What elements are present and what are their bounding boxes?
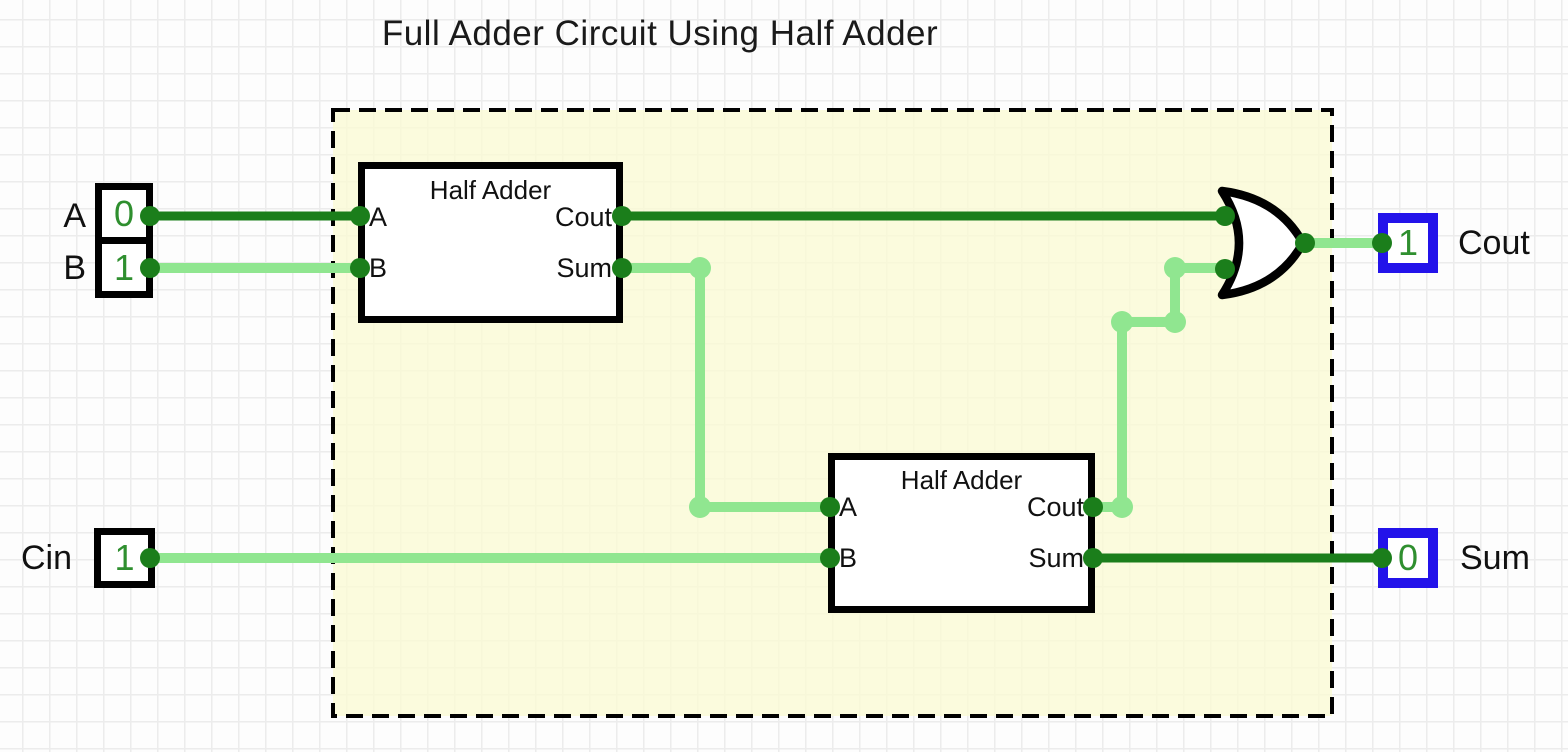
node-ha2-cout[interactable] bbox=[1083, 497, 1103, 517]
wire-joint[interactable] bbox=[1164, 311, 1186, 333]
node-ha2-b[interactable] bbox=[820, 548, 840, 568]
half-adder-2-title: Half Adder bbox=[900, 465, 1023, 495]
half-adder-1-title: Half Adder bbox=[429, 175, 552, 205]
half-adder-1-port-a-label: A bbox=[369, 202, 388, 232]
half-adder-2-port-b-label: B bbox=[839, 543, 858, 573]
circuit-title: Full Adder Circuit Using Half Adder bbox=[381, 14, 939, 53]
wire-joint[interactable] bbox=[1111, 311, 1133, 333]
node-or-in2[interactable] bbox=[1215, 259, 1235, 279]
input-cin-label: Cin bbox=[20, 539, 72, 577]
node-input-cin[interactable] bbox=[140, 548, 160, 568]
output-cout-label: Cout bbox=[1458, 224, 1530, 262]
input-b-cell[interactable]: 1 bbox=[102, 244, 146, 291]
output-sum-value: 0 bbox=[1397, 537, 1419, 578]
node-output-sum[interactable] bbox=[1372, 548, 1392, 568]
region-dashed-border bbox=[331, 108, 1334, 718]
node-output-cout[interactable] bbox=[1372, 233, 1392, 253]
wire-joint[interactable] bbox=[689, 496, 711, 518]
node-ha1-sum[interactable] bbox=[612, 258, 632, 278]
node-ha1-b[interactable] bbox=[350, 258, 370, 278]
half-adder-1-port-cout-label: Cout bbox=[554, 202, 612, 232]
node-ha1-cout[interactable] bbox=[612, 206, 632, 226]
node-or-in1[interactable] bbox=[1215, 206, 1235, 226]
input-cin-value[interactable]: 1 bbox=[114, 537, 135, 578]
output-sum-label: Sum bbox=[1460, 539, 1530, 577]
half-adder-2[interactable]: Half Adder A B Cout Sum bbox=[828, 453, 1095, 613]
node-or-out[interactable] bbox=[1295, 233, 1315, 253]
input-b-value[interactable]: 1 bbox=[113, 246, 135, 288]
half-adder-2-port-sum-label: Sum bbox=[1028, 543, 1084, 573]
output-cout-value: 1 bbox=[1397, 222, 1419, 263]
node-ha1-a[interactable] bbox=[350, 206, 370, 226]
input-a-label: A bbox=[63, 197, 86, 235]
node-input-a[interactable] bbox=[140, 206, 160, 226]
input-a-cell[interactable]: 0 bbox=[102, 190, 146, 237]
input-ab-box[interactable]: 0 1 bbox=[95, 183, 153, 298]
half-adder-1[interactable]: Half Adder A B Cout Sum bbox=[358, 162, 623, 323]
wire-joint[interactable] bbox=[1111, 496, 1133, 518]
half-adder-2-port-cout-label: Cout bbox=[1026, 492, 1084, 522]
wire-joint[interactable] bbox=[689, 257, 711, 279]
half-adder-2-port-a-label: A bbox=[839, 492, 858, 522]
wire-ha2-cout-to-or-in2[interactable] bbox=[1088, 263, 1232, 512]
wire-ha1-sum-to-ha2-a[interactable] bbox=[617, 263, 837, 512]
half-adder-1-port-b-label: B bbox=[369, 253, 388, 283]
or-gate[interactable] bbox=[1217, 186, 1308, 300]
input-box-divider bbox=[102, 237, 146, 244]
node-ha2-a[interactable] bbox=[820, 497, 840, 517]
wire-joint[interactable] bbox=[1164, 257, 1186, 279]
node-input-b[interactable] bbox=[140, 258, 160, 278]
node-ha2-sum[interactable] bbox=[1083, 548, 1103, 568]
input-b-label: B bbox=[63, 249, 86, 287]
half-adder-1-port-sum-label: Sum bbox=[556, 253, 612, 283]
input-a-value[interactable]: 0 bbox=[113, 192, 135, 234]
